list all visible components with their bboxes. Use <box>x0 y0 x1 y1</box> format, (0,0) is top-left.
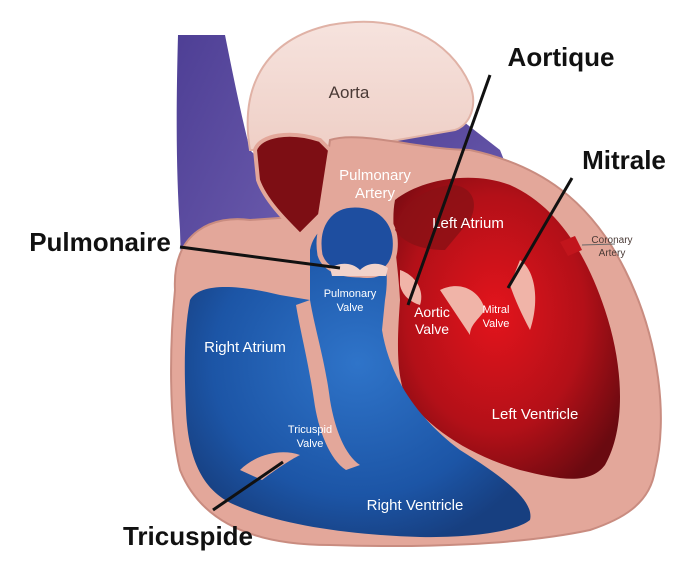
label-left-ventricle: Left Ventricle <box>492 406 579 423</box>
label-aorta: Aorta <box>329 83 370 102</box>
label-tricuspid-valve-2: Valve <box>297 438 324 450</box>
label-coronary-artery-2: Artery <box>599 248 626 259</box>
label-pulmonary-valve-2: Valve <box>337 302 364 314</box>
label-right-ventricle: Right Ventricle <box>367 497 464 514</box>
label-mitral-valve: Mitral <box>483 304 510 316</box>
callout-tricuspide: Tricuspide <box>123 521 253 551</box>
label-left-atrium: Left Atrium <box>432 215 504 232</box>
label-coronary-artery: Coronary <box>591 235 632 246</box>
label-mitral-valve-2: Valve <box>483 318 510 330</box>
callout-aortique: Aortique <box>508 42 615 72</box>
label-tricuspid-valve: Tricuspid <box>288 424 332 436</box>
label-pulmonary-valve: Pulmonary <box>324 288 377 300</box>
callout-pulmonaire: Pulmonaire <box>29 227 171 257</box>
label-pulmonary-artery: Pulmonary <box>339 167 411 184</box>
label-aortic-valve: Aortic <box>414 304 450 320</box>
label-right-atrium: Right Atrium <box>204 339 286 356</box>
callout-mitrale: Mitrale <box>582 145 666 175</box>
label-aortic-valve-2: Valve <box>415 321 449 337</box>
pulmonary-trunk <box>319 205 395 276</box>
aorta-top-notch <box>285 13 310 24</box>
label-pulmonary-artery-2: Artery <box>355 185 396 202</box>
